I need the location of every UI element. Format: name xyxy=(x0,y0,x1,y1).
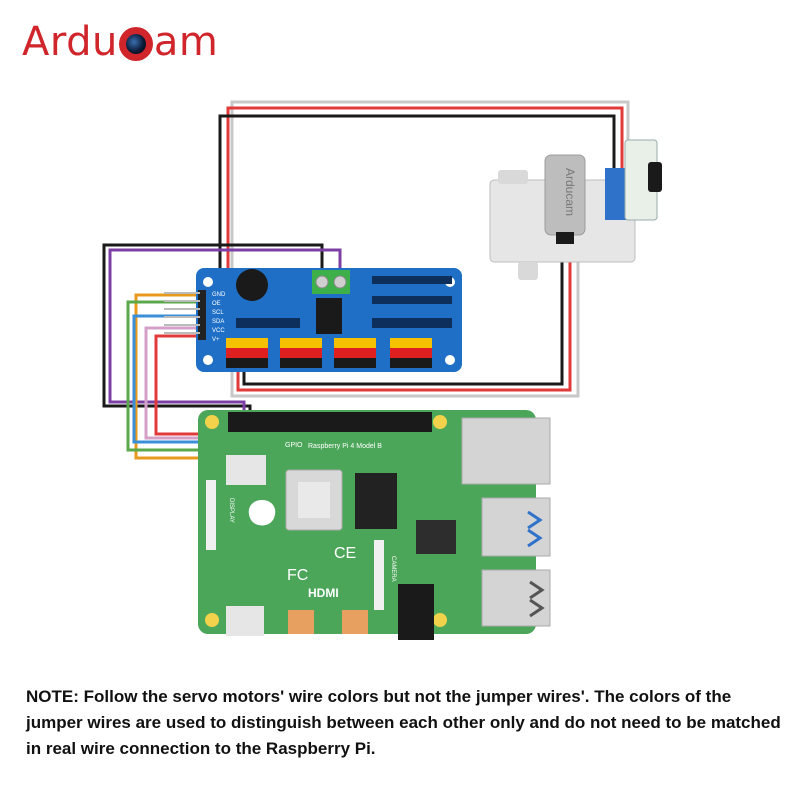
pca9685-board: GND OE SCL SDA VCC V+ xyxy=(164,268,462,372)
gpio-header xyxy=(228,412,432,432)
servo-brand-label: Arducam xyxy=(563,168,577,216)
servo-wire-red xyxy=(226,106,624,355)
logo-text-right: am xyxy=(153,19,219,65)
hdmi-label: HDMI xyxy=(308,586,339,600)
pca-pin-vplus: V+ xyxy=(212,337,220,343)
usb-controller xyxy=(416,520,456,554)
arducam-logo: Ardu am xyxy=(22,14,218,70)
pca-pin-vcc: VCC xyxy=(212,328,225,334)
display-label: DISPLAY xyxy=(228,498,234,523)
ram-chip xyxy=(355,473,397,529)
usb2-port xyxy=(481,569,551,627)
pca-pin-gnd: GND xyxy=(212,292,226,298)
audio-jack xyxy=(398,584,434,640)
logo-text-left: Ardu xyxy=(22,19,118,65)
jumper-purple xyxy=(108,248,342,425)
gpio-label: GPIO xyxy=(285,442,303,449)
pca-header-pins xyxy=(164,290,206,340)
servo-wire-black xyxy=(218,114,616,355)
pca-smd-components xyxy=(236,276,452,328)
camera-lens-icon xyxy=(118,27,153,61)
pca-pin-oe: OE xyxy=(212,301,221,307)
pi-model-label: Raspberry Pi 4 Model B xyxy=(308,443,382,450)
pca-chip xyxy=(316,298,342,334)
servo-return-red xyxy=(236,236,572,392)
usb3-port xyxy=(481,497,551,557)
usb-c-port xyxy=(226,606,264,636)
pca-pin-sda: SDA xyxy=(212,319,224,325)
display-connector xyxy=(206,480,216,550)
servo-return-grey xyxy=(230,236,580,398)
capacitor xyxy=(236,269,268,301)
fc-mark: FC xyxy=(287,567,308,584)
raspberry-logo-icon xyxy=(248,500,276,526)
wiring-diagram: Arducam GND OE SCL SDA VCC V+ xyxy=(102,100,662,640)
pca-pin-labels: GND OE SCL SDA VCC V+ xyxy=(212,292,226,343)
ethernet-port xyxy=(461,417,551,485)
servo-output-headers xyxy=(226,338,432,368)
note-text: NOTE: Follow the servo motors' wire colo… xyxy=(26,687,781,758)
raspberry-pi-board: GPIO Raspberry Pi 4 Model B DISPLAY CAME… xyxy=(198,410,551,640)
camera-connector xyxy=(374,540,384,610)
micro-hdmi-0 xyxy=(288,610,314,634)
camera-label: CAMERA xyxy=(390,556,396,582)
servo-motor: Arducam xyxy=(489,139,662,280)
servo-return-black xyxy=(242,236,564,386)
pca-pin-scl: SCL xyxy=(212,310,224,316)
wifi-module xyxy=(226,455,266,485)
micro-hdmi-1 xyxy=(342,610,368,634)
ce-mark: CE xyxy=(334,545,356,562)
